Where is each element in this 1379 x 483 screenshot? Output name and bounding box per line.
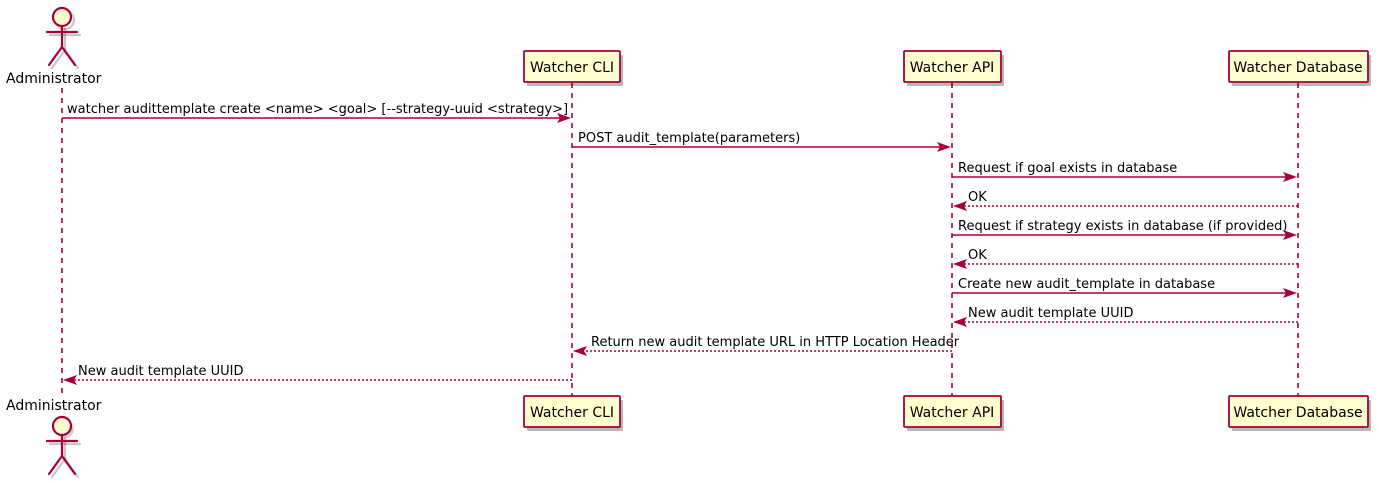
participant-label-watcher-api-top: Watcher API [910,60,995,76]
actor-label-administrator-bottom: Administrator [6,398,102,414]
message-4-arrowhead [953,201,967,211]
lifelines-group [61,83,1299,396]
message-4-label: OK [968,190,987,205]
message-4[interactable]: OK [953,190,1298,211]
box-rect [903,395,1002,428]
message-2-arrowhead [937,142,951,152]
participant-label-watcher-cli-top: Watcher CLI [530,60,614,76]
box-rect [523,395,621,428]
box-rect [523,50,621,83]
actor-right-leg-line [60,454,77,476]
message-6-arrowhead [953,259,967,269]
message-1-label: watcher audittemplate create <name> <goa… [67,102,568,117]
message-8-arrowhead [953,317,967,327]
actor-left-leg-line [47,45,64,67]
message-6-label: OK [968,248,987,263]
message-7-arrowhead [1283,288,1297,298]
message-3-arrowhead [1283,172,1297,182]
message-1[interactable]: watcher audittemplate create <name> <goa… [62,102,571,123]
participant-box-watcher-cli-bottom[interactable]: Watcher CLI [523,395,623,431]
message-2-label: POST audit_template(parameters) [578,131,800,146]
message-7-label: Create new audit_template in database [958,277,1215,292]
participant-box-watcher-api-top[interactable]: Watcher API [903,50,1004,86]
participant-label-watcher-database-top: Watcher Database [1233,60,1362,76]
actor-administrator-top[interactable]: Administrator [6,6,102,87]
message-2[interactable]: POST audit_template(parameters) [572,131,951,152]
box-rect [1228,395,1369,428]
message-8[interactable]: New audit template UUID [953,306,1298,327]
actor-head-icon [51,415,73,437]
participant-label-watcher-cli-bottom: Watcher CLI [530,405,614,421]
message-9-arrowhead [573,346,587,356]
message-6[interactable]: OK [953,248,1298,269]
box-rect [1228,50,1369,83]
message-3[interactable]: Request if goal exists in database [952,161,1297,182]
message-5-label: Request if strategy exists in database (… [958,219,1287,234]
participant-box-watcher-database-bottom[interactable]: Watcher Database [1228,395,1371,431]
message-1-arrowhead [557,113,571,123]
message-7[interactable]: Create new audit_template in database [952,277,1297,298]
message-10[interactable]: New audit template UUID [63,364,572,385]
message-5-arrowhead [1283,230,1297,240]
participant-box-watcher-database-top[interactable]: Watcher Database [1228,50,1371,86]
message-10-arrowhead [63,375,77,385]
actor-right-leg-line [60,45,77,67]
participant-label-watcher-database-bottom: Watcher Database [1233,405,1362,421]
actor-left-leg-line [47,454,64,476]
actor-head-icon [51,6,73,28]
message-10-label: New audit template UUID [78,364,243,379]
participant-box-watcher-api-bottom[interactable]: Watcher API [903,395,1004,431]
message-8-label: New audit template UUID [968,306,1133,321]
box-rect [903,50,1002,83]
actor-administrator-bottom[interactable]: Administrator [6,398,102,479]
message-9-label: Return new audit template URL in HTTP Lo… [591,335,960,350]
message-5[interactable]: Request if strategy exists in database (… [952,219,1297,240]
message-3-label: Request if goal exists in database [958,161,1177,176]
participant-label-watcher-api-bottom: Watcher API [910,405,995,421]
actor-label-administrator-top: Administrator [6,71,102,87]
participant-box-watcher-cli-top[interactable]: Watcher CLI [523,50,623,86]
message-9[interactable]: Return new audit template URL in HTTP Lo… [573,335,960,356]
